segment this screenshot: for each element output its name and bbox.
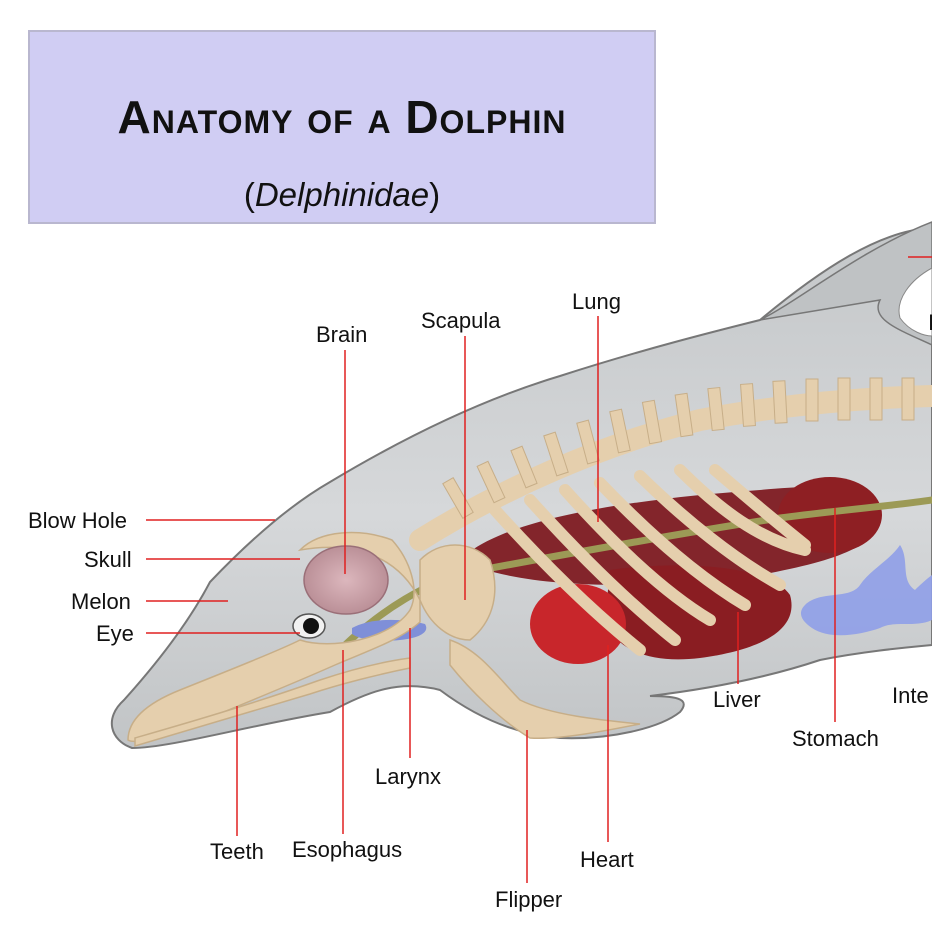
label-skull: Skull	[84, 547, 132, 572]
label-eye: Eye	[96, 621, 134, 646]
heart-shape	[530, 584, 626, 664]
label-heart: Heart	[580, 847, 634, 872]
label-blow-hole: Blow Hole	[28, 508, 128, 533]
skull	[127, 531, 421, 742]
brain-shape	[303, 545, 389, 615]
label-flipper: Flipper	[495, 887, 563, 912]
leader-lines	[146, 256, 932, 883]
title-box: Anatomy of a Dolphin (Delphinidae)	[28, 30, 656, 224]
subtitle-species: Delphinidae	[254, 176, 430, 213]
label-teeth: Teeth	[210, 839, 264, 864]
page-subtitle: (Delphinidae)	[30, 178, 654, 211]
label-lung: Lung	[572, 289, 621, 314]
fin-cutout	[898, 267, 932, 337]
flipper-bones	[449, 638, 641, 740]
scapula-shape	[419, 544, 496, 641]
label-brain: Brain	[316, 322, 368, 347]
label-intestine-partial: Inte	[892, 683, 929, 708]
intestine-shape	[800, 545, 932, 636]
label-melon: Melon	[71, 589, 131, 614]
label-stomach: Stomach	[792, 726, 879, 751]
vertebrae	[442, 377, 915, 520]
label-esophagus: Esophagus	[292, 837, 403, 862]
label-liver: Liver	[713, 687, 761, 712]
label-scapula: Scapula	[421, 308, 501, 333]
eye-pupil	[303, 618, 319, 634]
subtitle-suffix: )	[429, 176, 441, 213]
subtitle-prefix: (	[243, 176, 255, 213]
page-title: Anatomy of a Dolphin	[117, 91, 567, 143]
label-larynx: Larynx	[375, 764, 442, 789]
ribs	[489, 464, 811, 656]
label-cropped-partial: I	[928, 310, 932, 335]
dorsal-fin	[759, 221, 932, 346]
